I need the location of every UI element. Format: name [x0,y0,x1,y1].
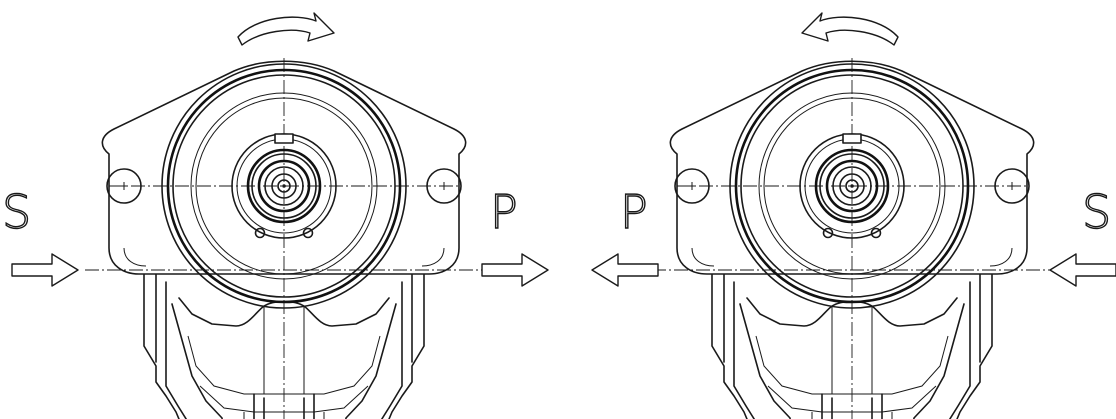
suction-inlet-arrow-icon [11,253,79,287]
pressure-outlet-arrow-icon [481,253,549,287]
left-port-label: P [620,185,648,239]
right-port-label: P [490,185,518,239]
pump-drawing [101,56,467,419]
pump-view-counter-clockwise: P S [591,12,1116,419]
pump-drawing [669,56,1035,419]
pump-view-clockwise: S P [1,12,549,419]
pressure-outlet-arrow-icon [591,253,659,287]
rotation-arrow-counter-clockwise-icon [801,12,899,46]
left-port-label: S [2,185,31,239]
suction-inlet-arrow-icon [1049,253,1116,287]
rotation-arrow-clockwise-icon [237,12,335,46]
right-port-label: S [1082,185,1111,239]
